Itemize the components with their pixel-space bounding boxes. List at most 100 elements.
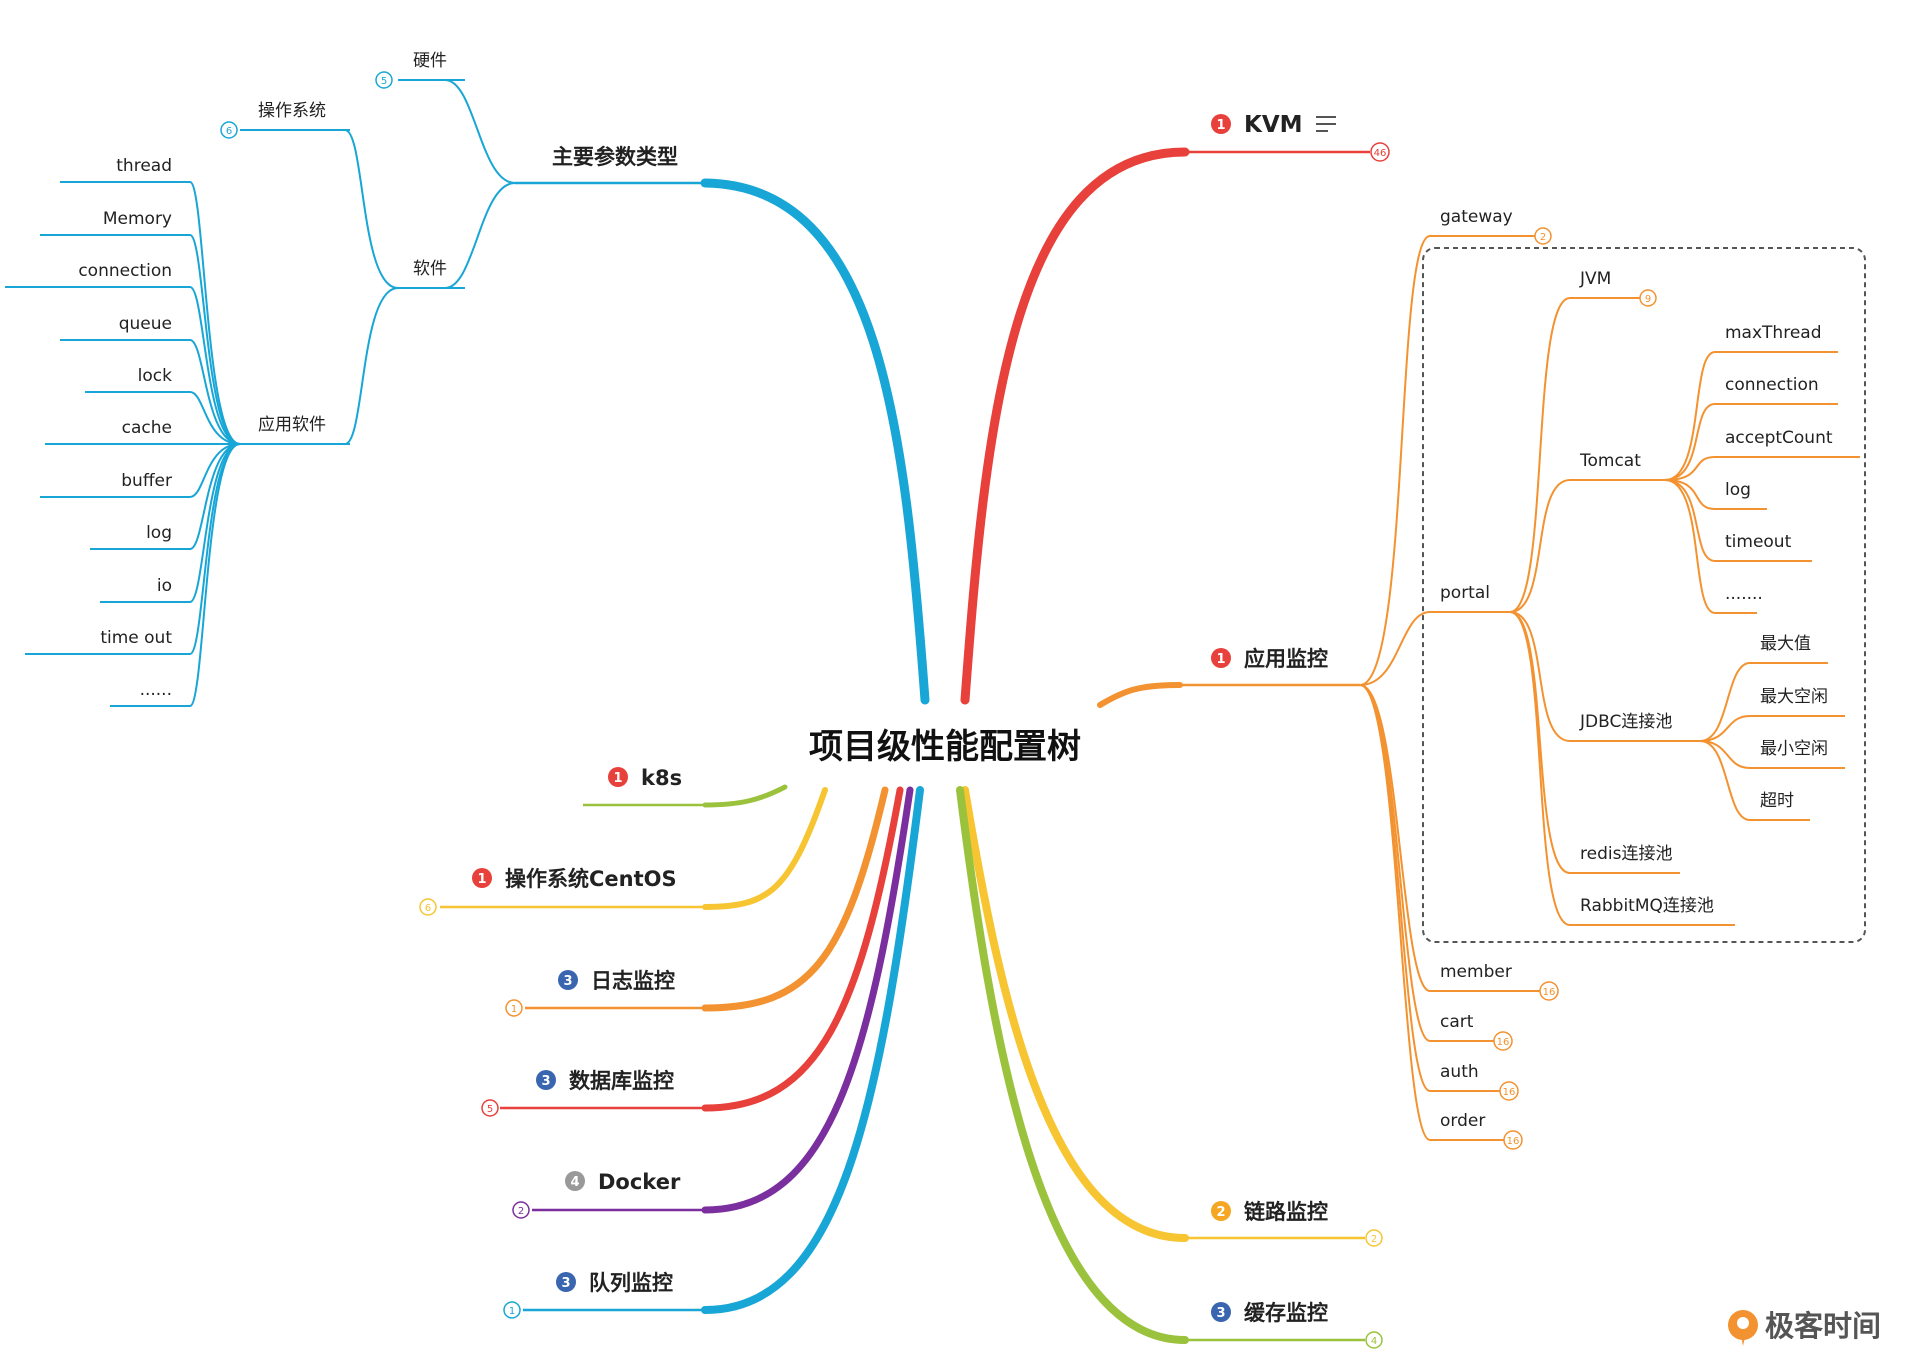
link-leaf-item xyxy=(189,443,241,707)
link-leaf-memory xyxy=(189,234,241,445)
priority-1-icon: 1 xyxy=(1211,648,1231,668)
k8s-label: k8s xyxy=(641,766,682,790)
link-leaf-connection xyxy=(189,286,241,445)
branch-node-db-monitor: 3 数据库监控 5 xyxy=(481,1069,705,1117)
svg-text:1: 1 xyxy=(1216,652,1225,667)
link-leaf-io xyxy=(189,443,241,603)
leaf-label-memory: Memory xyxy=(103,209,172,229)
branch-kvm xyxy=(960,147,1190,705)
svg-text:2: 2 xyxy=(1540,232,1546,243)
service-count-badge[interactable]: 16 xyxy=(1539,981,1559,1001)
svg-text:1: 1 xyxy=(613,771,622,786)
centos-count-badge[interactable]: 6 xyxy=(419,898,437,916)
leaf-label-lock: lock xyxy=(138,366,172,386)
svg-text:6: 6 xyxy=(425,903,431,914)
tomcat-leaf-connection: connection xyxy=(1725,375,1819,395)
branch-db-monitor xyxy=(701,786,904,1112)
jdbc-leaf-0: 最大值 xyxy=(1760,634,1811,654)
svg-text:16: 16 xyxy=(1543,987,1556,998)
redis-label: redis连接池 xyxy=(1580,844,1672,864)
svg-text:1: 1 xyxy=(511,1004,517,1015)
link-leaf-log xyxy=(189,443,241,550)
link-tomcat-timeout xyxy=(1664,479,1716,562)
tomcat-leaves: maxThreadconnectionacceptCountlogtimeout… xyxy=(1664,323,1860,614)
db-monitor-label: 数据库监控 xyxy=(569,1069,674,1093)
service-label-cart: cart xyxy=(1440,1012,1474,1032)
db-count-badge[interactable]: 5 xyxy=(481,1099,499,1117)
branch-centos xyxy=(702,787,828,910)
svg-text:46: 46 xyxy=(1374,148,1387,159)
link-leaf-thread xyxy=(189,181,241,445)
queue-count-badge[interactable]: 1 xyxy=(503,1301,521,1319)
log-monitor-label: 日志监控 xyxy=(591,969,675,993)
svg-text:16: 16 xyxy=(1497,1037,1510,1048)
branch-node-trace-monitor: 2 链路监控 2 xyxy=(1185,1200,1383,1247)
hardware-label: 硬件 xyxy=(413,51,447,71)
link-service-order xyxy=(1359,684,1431,1141)
cache-count-badge[interactable]: 4 xyxy=(1365,1331,1383,1349)
leaf-label-thread: thread xyxy=(116,156,172,176)
os-count-badge: 6 xyxy=(220,121,238,139)
service-count-badge[interactable]: 16 xyxy=(1493,1031,1513,1051)
subtree-main-params: 主要参数类型 硬件 5 软件 操作系统 6 应用软件 threadMemoryc… xyxy=(5,51,705,707)
trace-count-badge[interactable]: 2 xyxy=(1365,1229,1383,1247)
priority-1-icon: 1 xyxy=(608,767,628,787)
branch-main-params xyxy=(700,178,930,705)
os-label: 操作系统 xyxy=(258,101,326,121)
link-redis xyxy=(1509,611,1571,874)
hardware-count-badge: 5 xyxy=(375,71,393,89)
trace-monitor-label: 链路监控 xyxy=(1244,1200,1328,1224)
kvm-count-badge[interactable]: 46 xyxy=(1370,142,1390,162)
svg-text:3: 3 xyxy=(561,1276,570,1291)
priority-2-icon: 2 xyxy=(1211,1201,1231,1221)
app-software-label: 应用软件 xyxy=(258,415,326,435)
log-count-badge[interactable]: 1 xyxy=(505,999,523,1017)
docker-count-badge[interactable]: 2 xyxy=(512,1201,530,1219)
jdbc-leaf-1: 最大空闲 xyxy=(1760,687,1828,707)
service-count-badge[interactable]: 16 xyxy=(1503,1130,1523,1150)
watermark-label: 极客时间 xyxy=(1765,1309,1881,1343)
branch-trace-monitor xyxy=(961,786,1189,1242)
jdbc-label: JDBC连接池 xyxy=(1579,712,1672,732)
portal-boundary xyxy=(1422,247,1866,943)
priority-3-icon: 3 xyxy=(536,1070,556,1090)
link-portal xyxy=(1359,611,1431,686)
link-leaf-time-out xyxy=(189,443,241,655)
link-hardware xyxy=(444,79,516,184)
leaf-label-queue: queue xyxy=(119,314,172,334)
branch-node-centos: 1 操作系统CentOS 6 xyxy=(419,867,705,916)
service-count-badge[interactable]: 16 xyxy=(1499,1081,1519,1101)
tomcat-leaf-item: ....... xyxy=(1725,584,1763,604)
branch-node-k8s: 1 k8s xyxy=(583,766,705,807)
gateway-count-badge[interactable]: 2 xyxy=(1534,227,1552,245)
link-gateway xyxy=(1359,235,1431,686)
link-tomcat-connection xyxy=(1664,403,1716,481)
branch-k8s xyxy=(702,784,788,808)
note-icon[interactable] xyxy=(1316,116,1336,132)
svg-text:3: 3 xyxy=(1216,1306,1225,1321)
branch-queue-monitor xyxy=(701,786,924,1314)
branch-log-monitor xyxy=(701,786,889,1012)
root-node: 项目级性能配置树 xyxy=(809,727,1081,767)
software-label: 软件 xyxy=(413,259,447,279)
link-tomcat-log xyxy=(1664,479,1716,510)
jvm-count-badge[interactable]: 9 xyxy=(1639,289,1657,307)
link-tomcat-acceptcount xyxy=(1664,456,1716,481)
cache-monitor-label: 缓存监控 xyxy=(1244,1301,1328,1325)
link-rabbitmq xyxy=(1509,611,1571,926)
svg-text:3: 3 xyxy=(563,974,572,989)
svg-text:6: 6 xyxy=(226,126,232,137)
priority-3-icon: 3 xyxy=(1211,1302,1231,1322)
link-leaf-lock xyxy=(189,391,241,445)
tomcat-label: Tomcat xyxy=(1579,451,1641,471)
priority-3-icon: 3 xyxy=(556,1272,576,1292)
leaf-label-time-out: time out xyxy=(100,628,172,648)
branch-node-kvm: 1 KVM 46 xyxy=(1185,112,1390,162)
branch-cache-monitor xyxy=(956,786,1189,1344)
rabbitmq-label: RabbitMQ连接池 xyxy=(1580,896,1714,916)
portal-label: portal xyxy=(1440,583,1490,603)
leaf-label-buffer: buffer xyxy=(121,471,172,491)
